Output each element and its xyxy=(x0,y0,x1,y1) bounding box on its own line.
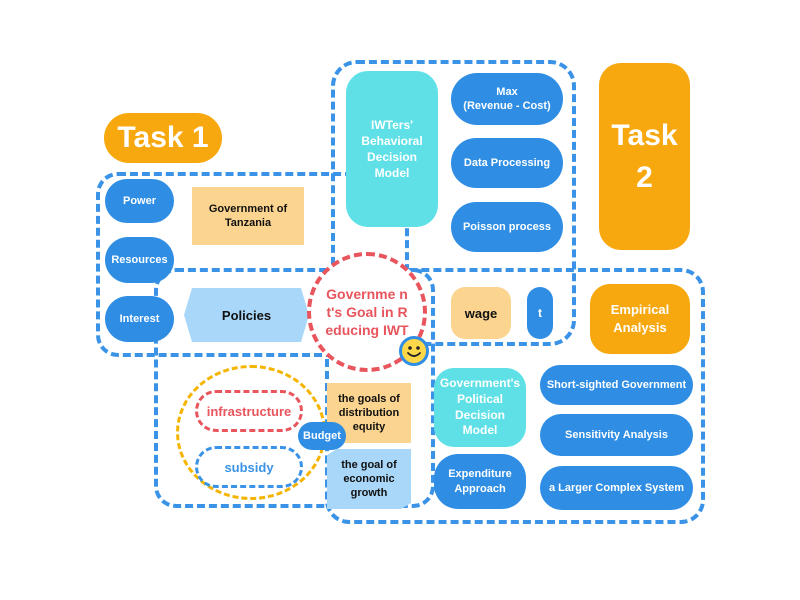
infrastructure-pill: infrastructure xyxy=(195,390,303,432)
power-pill: Power xyxy=(105,179,174,223)
government-of-tanzania: Government of Tanzania xyxy=(192,187,304,245)
behavioral-decision-model: IWTers' Behavioral Decision Model xyxy=(346,71,438,227)
economic-growth-shape xyxy=(327,449,411,509)
goals-distribution-equity: the goals of distribution equity xyxy=(327,383,411,443)
lower-left-container xyxy=(154,268,435,508)
expenditure-approach: Expenditure Approach xyxy=(434,454,526,509)
goal-economic-growth: the goal of economic growth xyxy=(341,458,397,500)
task1-label: Task 1 xyxy=(104,113,222,163)
smiley-face-icon xyxy=(399,336,429,366)
empirical-analysis: Empirical Analysis xyxy=(590,284,690,354)
task1-left-container xyxy=(96,172,409,357)
task2-line1: Task xyxy=(611,118,678,152)
larger-complex-system: a Larger Complex System xyxy=(540,466,693,510)
policies-hexagon xyxy=(184,288,309,342)
policies-shape xyxy=(184,288,309,342)
behavioral-group-container xyxy=(331,60,576,346)
policies-label: Policies xyxy=(221,307,272,323)
sensitivity-analysis: Sensitivity Analysis xyxy=(540,414,693,456)
wage-box: wage xyxy=(451,287,511,339)
t-box: t xyxy=(527,287,553,339)
subsidy-pill: subsidy xyxy=(195,446,303,488)
task2-label: Task 2 xyxy=(599,63,690,250)
short-sighted-government: Short-sighted Government xyxy=(540,365,693,405)
economic-growth-polygon xyxy=(327,449,411,509)
interest-pill: Interest xyxy=(105,296,174,342)
max-line2: (Revenue - Cost) xyxy=(463,100,551,112)
resources-pill: Resources xyxy=(105,237,174,283)
max-line1: Max xyxy=(496,85,518,98)
task2-line2: 2 xyxy=(636,160,653,194)
data-processing: Data Processing xyxy=(451,138,563,188)
political-decision-model: Government's Political Decision Model xyxy=(434,368,526,447)
budget-badge: Budget xyxy=(298,422,346,450)
max-revenue-cost: Max (Revenue - Cost) xyxy=(451,73,563,125)
poisson-process: Poisson process xyxy=(451,202,563,252)
